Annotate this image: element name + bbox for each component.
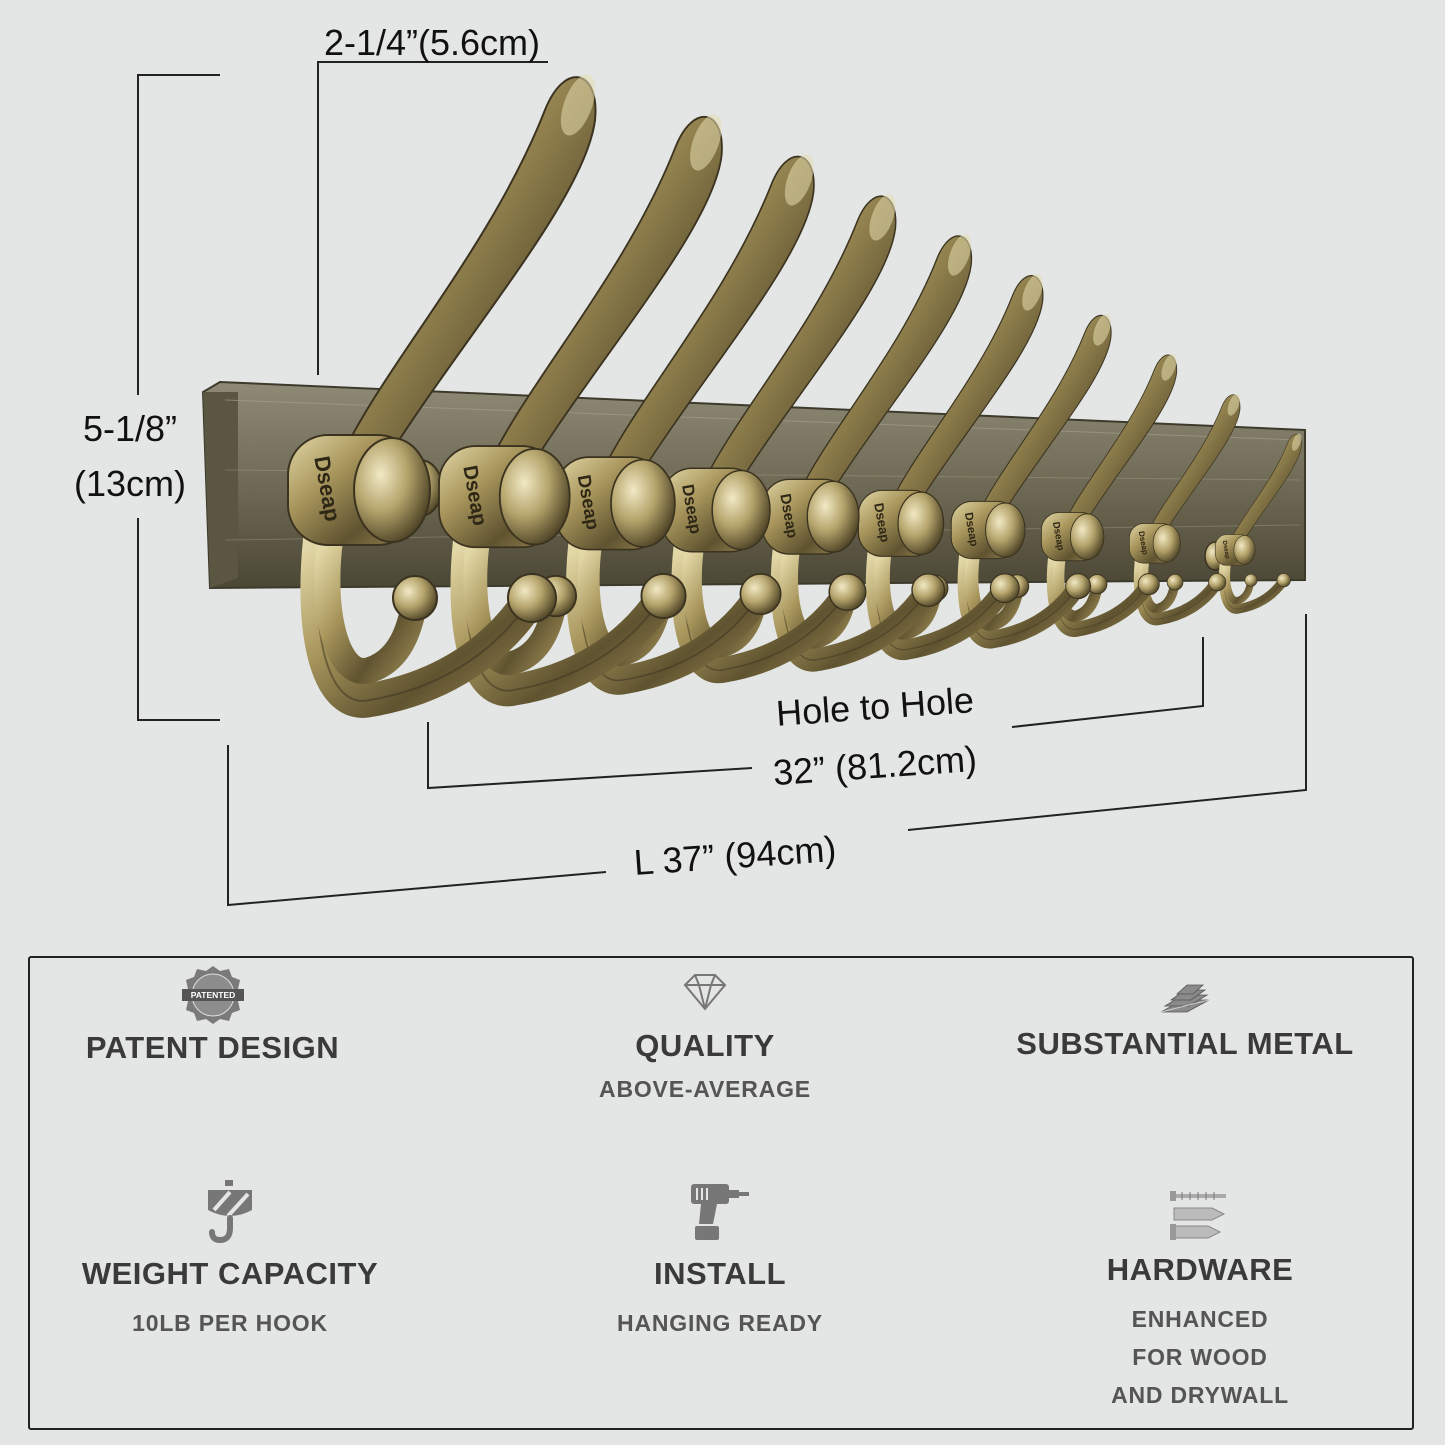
feature-subtitle: 10LB PER HOOK — [132, 1310, 328, 1336]
feature-title: PATENT DESIGN — [85, 1030, 340, 1065]
hook-ball-tip — [1065, 573, 1092, 600]
product-dimension-diagram: 2-1/4”(5.6cm) 5-1/8” (13cm) Hole to Hole… — [74, 22, 1307, 907]
feature-subtitle-line-2: FOR WOOD — [1132, 1344, 1268, 1370]
brand-mark: Dseap — [871, 502, 893, 544]
hook-cap — [353, 437, 431, 543]
diamond-icon — [683, 974, 727, 1011]
hook-cap — [985, 502, 1026, 558]
brand-mark: Dseap — [1137, 530, 1150, 555]
hook-ball-tip — [989, 573, 1020, 604]
dimension-lines — [137, 61, 1307, 907]
hook-cap — [711, 469, 771, 551]
feature-title: HARDWARE — [1106, 1252, 1294, 1287]
feature-subtitle: ABOVE-AVERAGE — [599, 1076, 811, 1102]
hook-cap — [1152, 524, 1181, 563]
coat-hook: Dseap — [1215, 433, 1302, 614]
hook-cap — [897, 491, 945, 556]
hook-cap — [1233, 535, 1256, 565]
crane-hook-icon — [208, 1180, 252, 1244]
feature-quality: QUALITY ABOVE-AVERAGE — [565, 972, 845, 1108]
hook-cap — [498, 447, 571, 546]
coat-hook: Dseap — [950, 313, 1112, 649]
feature-metal: SUBSTANTIAL METAL — [995, 982, 1375, 1062]
hook-ball-tip — [1208, 573, 1227, 592]
height-cm-label: (13cm) — [74, 463, 186, 504]
brand-mark: Dseap — [1221, 540, 1231, 560]
patent-badge-text: PATENTED — [190, 990, 235, 1000]
coat-hook: Dseap — [287, 74, 597, 718]
patent-badge-icon: PATENTED — [181, 966, 244, 1024]
hook-ball-tip — [1276, 573, 1291, 588]
hook-cap — [610, 458, 676, 548]
hook-depth-label: 2-1/4”(5.6cm) — [324, 22, 540, 63]
feature-title: WEIGHT CAPACITY — [81, 1256, 379, 1291]
hook-ball-tip — [640, 573, 687, 620]
coat-hook: Dseap — [1040, 353, 1177, 637]
hook-ball-tip — [1166, 573, 1184, 591]
feature-hardware: HARDWARE ENHANCED FOR WOOD AND DRYWALL — [1070, 1188, 1330, 1414]
screw-anchor-icon — [1170, 1191, 1226, 1240]
hook-cap — [1069, 513, 1105, 560]
metal-bars-icon — [1160, 984, 1210, 1013]
hooks-group: DseapDseapDseapDseapDseapDseapDseapDseap… — [287, 74, 1302, 718]
feature-title: QUALITY — [635, 1028, 775, 1063]
hook-ball-tip — [1137, 573, 1160, 596]
hole-to-hole-value: 32” (81.2cm) — [772, 738, 978, 793]
feature-subtitle-line-1: ENHANCED — [1131, 1306, 1269, 1332]
hook-ball-tip — [507, 573, 557, 623]
hook-ball-tip — [911, 573, 946, 608]
feature-weight: WEIGHT CAPACITY 10LB PER HOOK — [75, 1180, 385, 1342]
brand-mark: Dseap — [1050, 521, 1066, 552]
height-inch-label: 5-1/8” — [83, 408, 177, 449]
feature-patent: PATENTED PATENT DESIGN — [70, 964, 355, 1066]
hook-cap — [806, 480, 860, 553]
feature-title: INSTALL — [653, 1256, 787, 1291]
coat-hook: Dseap — [554, 154, 815, 695]
hole-to-hole-label: Hole to Hole — [775, 679, 975, 734]
hook-ball-tip — [739, 573, 782, 616]
feature-install: INSTALL HANGING READY — [580, 1180, 860, 1342]
length-label: L 37” (94cm) — [632, 828, 837, 883]
hook-ball-tip — [828, 573, 867, 612]
brand-mark: Dseap — [962, 512, 980, 548]
hook-ball-tip — [1244, 573, 1258, 587]
feature-subtitle-line-3: AND DRYWALL — [1111, 1382, 1289, 1408]
feature-title: SUBSTANTIAL METAL — [1016, 1026, 1354, 1061]
feature-subtitle: HANGING READY — [617, 1310, 823, 1336]
drill-icon — [691, 1184, 749, 1240]
hook-ball-tip — [392, 575, 438, 621]
features-panel: PATENTED PATENT DESIGN QUALITY ABOVE-AVE… — [28, 956, 1414, 1430]
